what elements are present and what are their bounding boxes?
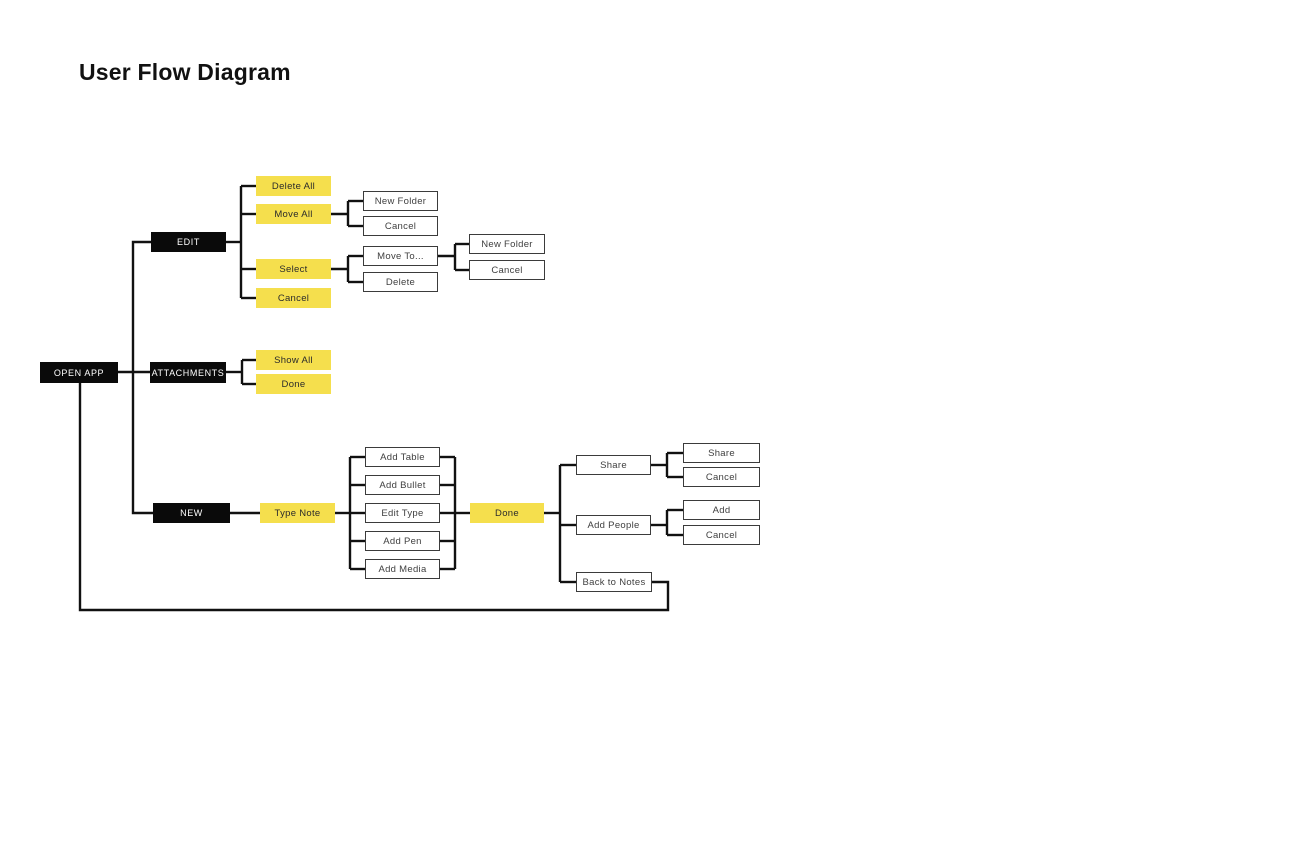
node-addpeople-cancel: Cancel xyxy=(683,525,760,545)
node-moveall-cancel: Cancel xyxy=(363,216,438,236)
node-addpeople-add: Add xyxy=(683,500,760,520)
node-attachments-done: Done xyxy=(256,374,331,394)
node-moveto-cancel: Cancel xyxy=(469,260,545,280)
node-move-to: Move To... xyxy=(363,246,438,266)
node-new: NEW xyxy=(153,503,230,523)
node-add-bullet: Add Bullet xyxy=(365,475,440,495)
node-share-share: Share xyxy=(683,443,760,463)
node-add-table: Add Table xyxy=(365,447,440,467)
node-edit-cancel: Cancel xyxy=(256,288,331,308)
edge-backtonotes-loop xyxy=(78,383,670,612)
node-back-to-notes: Back to Notes xyxy=(576,572,652,592)
node-add-people: Add People xyxy=(576,515,651,535)
node-edit: EDIT xyxy=(151,232,226,252)
node-moveall-new-folder: New Folder xyxy=(363,191,438,211)
node-select: Select xyxy=(256,259,331,279)
node-delete-all: Delete All xyxy=(256,176,331,196)
node-share-cancel: Cancel xyxy=(683,467,760,487)
node-add-media: Add Media xyxy=(365,559,440,579)
node-type-note: Type Note xyxy=(260,503,335,523)
edge-trunk-edit-new xyxy=(131,240,153,515)
node-add-pen: Add Pen xyxy=(365,531,440,551)
node-new-done: Done xyxy=(470,503,544,523)
node-moveto-new-folder: New Folder xyxy=(469,234,545,254)
node-show-all: Show All xyxy=(256,350,331,370)
node-open-app: OPEN APP xyxy=(40,362,118,383)
node-share: Share xyxy=(576,455,651,475)
node-move-all: Move All xyxy=(256,204,331,224)
page-title: User Flow Diagram xyxy=(79,59,291,86)
node-attachments: ATTACHMENTS xyxy=(150,362,226,383)
node-edit-type: Edit Type xyxy=(365,503,440,523)
node-delete: Delete xyxy=(363,272,438,292)
